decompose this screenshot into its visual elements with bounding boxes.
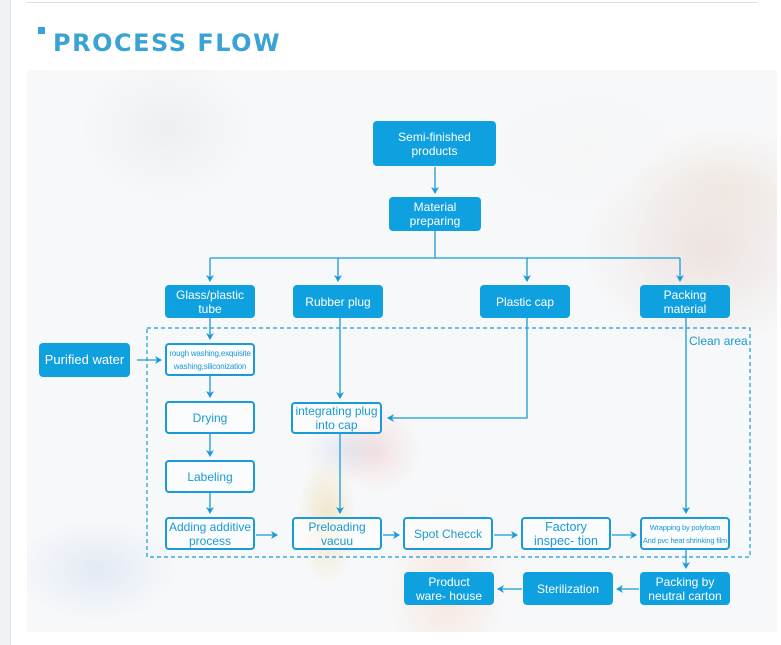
node-spot-check: Spot Checck (403, 517, 493, 550)
node-product-warehouse: Product ware- house (404, 572, 494, 605)
node-label: integrating plug into cap (295, 404, 378, 432)
node-labeling: Labeling (165, 460, 255, 493)
node-drying: Drying (165, 401, 255, 434)
node-semi-finished-products: Semi-finished products (373, 121, 496, 166)
title-bullet-icon (38, 27, 45, 34)
node-label: Adding additive process (168, 519, 252, 548)
node-label: Rubber plug (305, 294, 371, 309)
left-rail (0, 0, 11, 645)
node-integrating-plug-into-cap: integrating plug into cap (291, 402, 382, 434)
node-preloading-vacuu: Preloading vacuu (292, 517, 382, 550)
node-wrapping: Wrapping by polyfoam And pvc heat shrink… (640, 517, 730, 550)
node-glass-plastic-tube: Glass/plastic tube (165, 285, 255, 318)
node-adding-additive-process: Adding additive process (165, 517, 255, 550)
node-label: Purified water (44, 352, 125, 367)
node-label: Labeling (187, 469, 233, 484)
node-label: Preloading vacuu (308, 519, 366, 548)
node-label-line2: And pvc heat shrinking film (642, 535, 728, 545)
node-purified-water: Purified water (39, 343, 130, 377)
node-label-line2: washing,siliconization (173, 361, 247, 371)
node-label: Sterilization (536, 581, 600, 596)
node-packing-neutral-carton: Packing by neutral carton (640, 572, 730, 605)
node-label: Packing material (663, 287, 707, 316)
clean-area-label: Clean area (689, 334, 748, 348)
node-label: Semi-finished products (398, 129, 471, 158)
node-label-line1: rough washing,exquisite (169, 348, 251, 358)
node-label: Material preparing (409, 200, 461, 228)
node-rubber-plug: Rubber plug (293, 285, 383, 318)
top-divider (27, 2, 757, 3)
node-plastic-cap: Plastic cap (480, 285, 570, 318)
node-label: Product ware- house (415, 574, 483, 603)
node-washing: rough washing,exquisite washing,siliconi… (165, 343, 255, 376)
node-label: Factory inspec- tion (534, 519, 598, 548)
node-label: Spot Checck (413, 526, 483, 541)
page-title: PROCESS FLOW (53, 29, 282, 57)
node-label: Packing by neutral carton (648, 574, 722, 603)
node-label: Drying (192, 410, 228, 425)
node-label-line1: Wrapping by polyfoam (649, 522, 721, 532)
node-label: Plastic cap (495, 294, 555, 309)
node-material-preparing: Material preparing (389, 197, 481, 231)
node-sterilization: Sterilization (523, 572, 613, 605)
node-factory-inspection: Factory inspec- tion (521, 517, 611, 550)
node-label: Glass/plastic tube (175, 287, 245, 316)
node-packing-material: Packing material (640, 285, 730, 318)
